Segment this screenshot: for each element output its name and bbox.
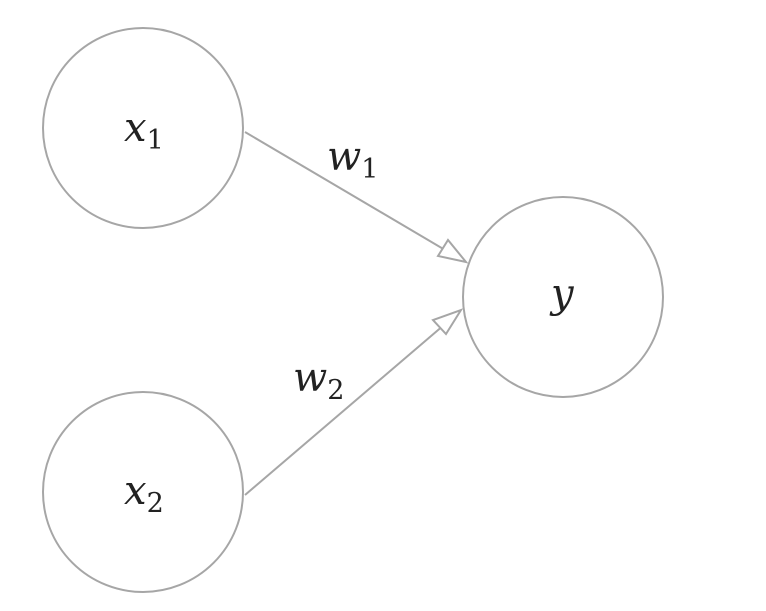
- edge-x1-to-y: [244, 131, 469, 264]
- node-x1-label: x1: [124, 105, 164, 156]
- edge-x2-to-y: [244, 308, 464, 496]
- edge-x2-y-arrowhead: [431, 308, 464, 336]
- node-x2-label: x2: [124, 468, 164, 519]
- node-x1-circle: [42, 27, 244, 229]
- node-x2: x2: [42, 391, 244, 593]
- weight-label-w1: w1: [327, 134, 378, 185]
- edge-x1-y-line: [244, 131, 463, 261]
- weight-label-w2: w2: [293, 355, 344, 406]
- node-y-circle: [462, 196, 664, 398]
- node-y: y: [462, 196, 664, 398]
- node-x1: x1: [42, 27, 244, 229]
- node-y-label: y: [549, 271, 575, 317]
- node-x2-circle: [42, 391, 244, 593]
- edge-x2-y-line: [244, 312, 459, 496]
- edge-x1-y-arrowhead: [436, 238, 469, 264]
